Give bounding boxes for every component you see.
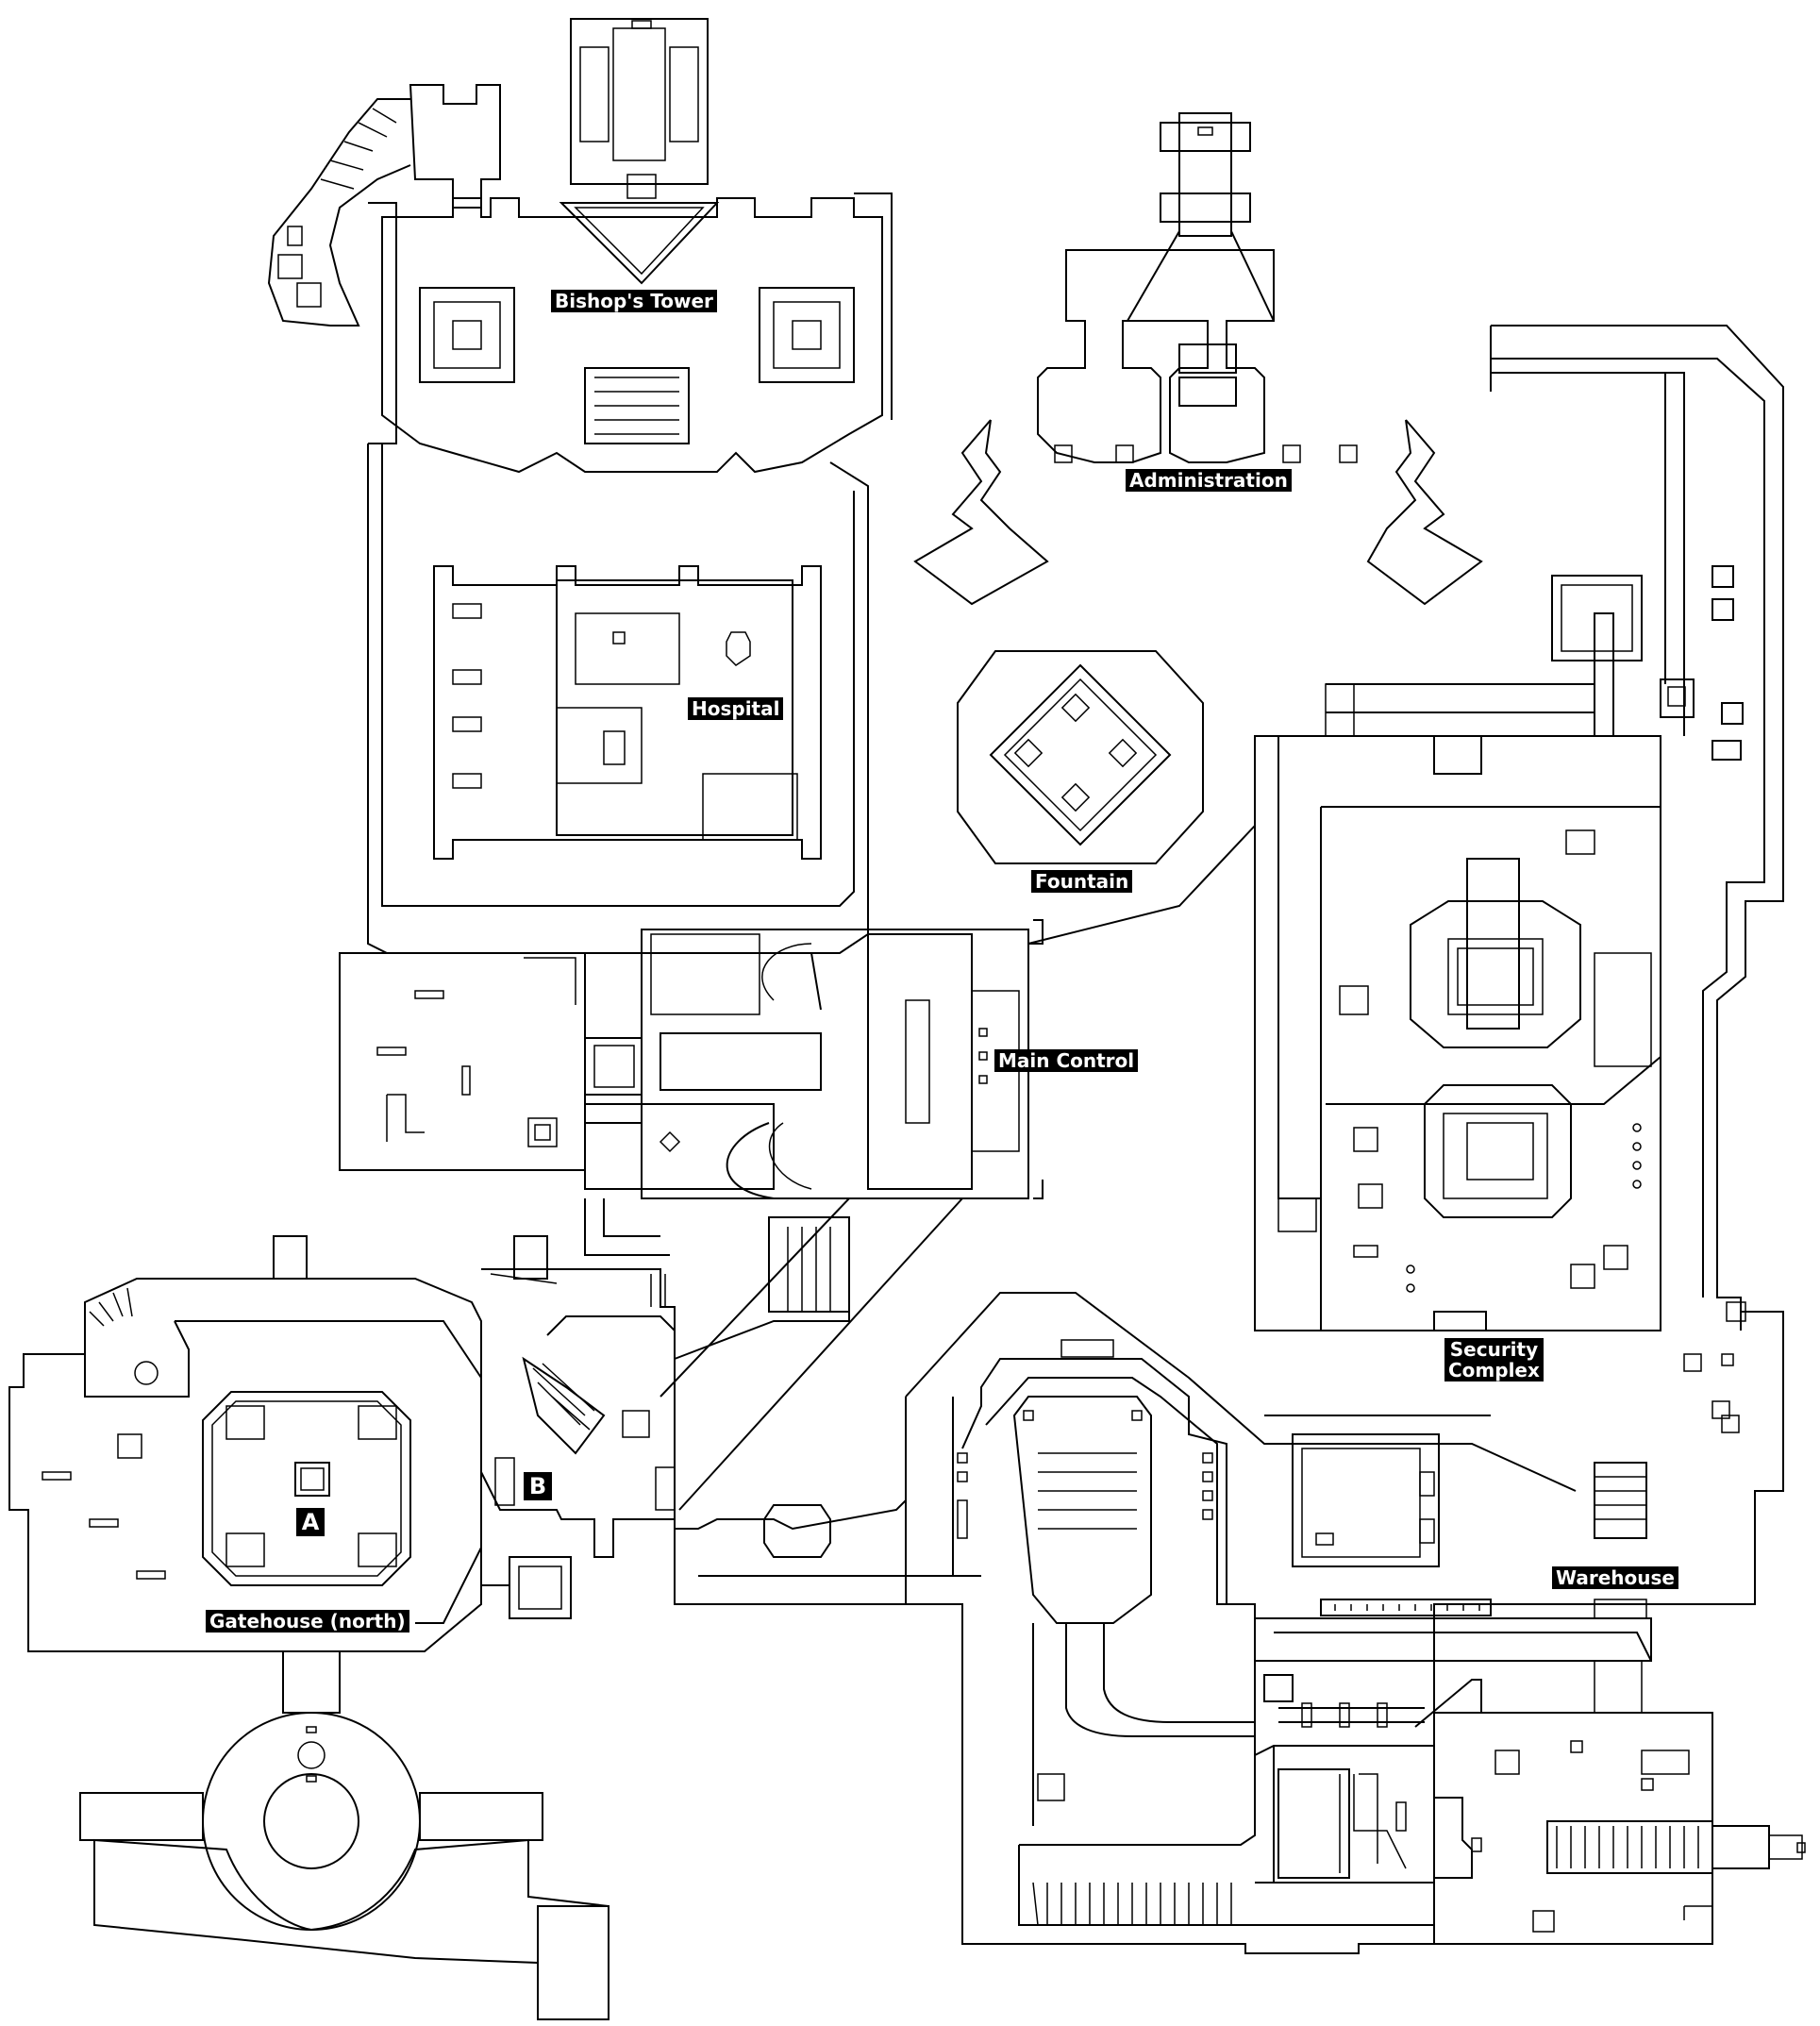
marker-a: A <box>296 1508 325 1536</box>
label-security-complex: Security Complex <box>1444 1338 1544 1381</box>
west-compound-wall <box>367 444 869 954</box>
gatehouse-annex <box>480 1268 676 1619</box>
label-bishops-tower: Bishop's Tower <box>551 290 717 312</box>
fountain-structure <box>957 650 1204 864</box>
central-corridors <box>660 825 1577 1605</box>
southeast-block <box>1254 1617 1806 1945</box>
label-hospital: Hospital <box>688 697 784 720</box>
south-stair-bridge <box>584 1198 850 1313</box>
central-pad <box>763 1504 831 1558</box>
label-gatehouse-north: Gatehouse (north) <box>206 1610 409 1633</box>
west-warehouse-building <box>339 952 775 1190</box>
gatehouse-south-tower <box>79 1650 609 2020</box>
bishops-tower-building <box>368 193 893 474</box>
label-warehouse: Warehouse <box>1552 1566 1678 1589</box>
marker-b: B <box>524 1472 552 1500</box>
east-corridor <box>1490 325 1784 1331</box>
gatehouse-north-building <box>8 1235 548 1652</box>
warehouse-building <box>905 1301 1784 1954</box>
hospital-building <box>433 565 822 860</box>
label-main-control: Main Control <box>994 1049 1139 1072</box>
north-gate-structure <box>570 18 709 199</box>
administration-building <box>913 112 1483 606</box>
security-complex-building <box>1254 575 1661 1331</box>
label-administration: Administration <box>1126 469 1292 492</box>
northwest-stair-tower <box>267 84 501 327</box>
label-fountain: Fountain <box>1031 870 1133 893</box>
main-control-building <box>584 919 1044 1199</box>
